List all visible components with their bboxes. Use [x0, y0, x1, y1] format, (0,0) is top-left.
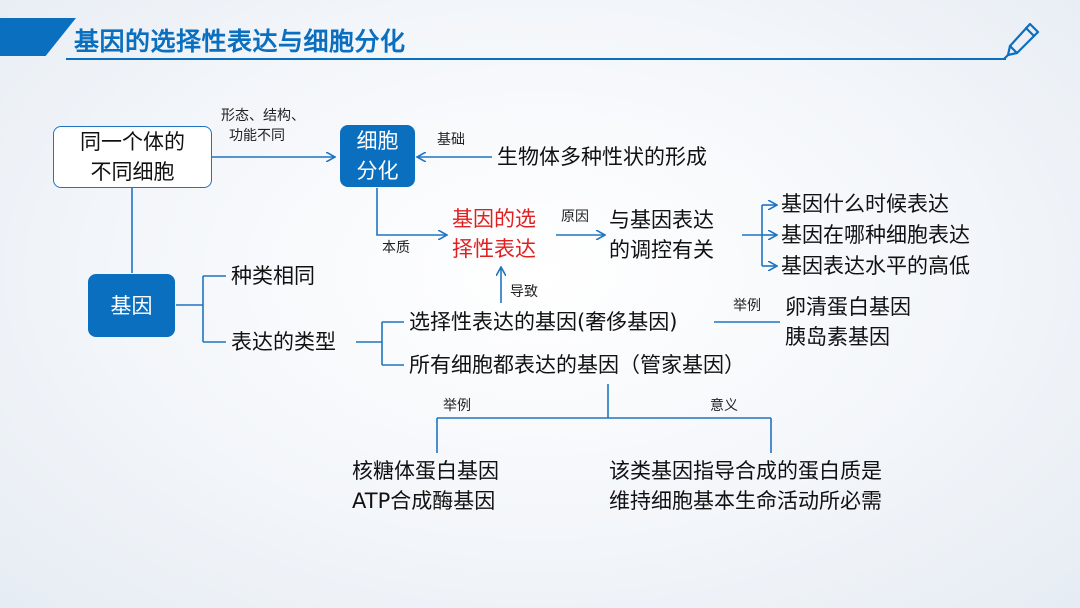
gene-node-label: 基因: [110, 293, 153, 318]
housekeeping-genes-text: 所有细胞都表达的基因（管家基因）: [409, 353, 745, 377]
lead-label: 导致: [510, 284, 538, 300]
traits-text: 生物体多种性状的形成: [497, 145, 707, 169]
cell-differentiation-node: 细胞 分化: [340, 125, 415, 187]
cell-differentiation-line-1: 细胞: [356, 129, 399, 153]
luxury-genes-text: 选择性表达的基因(奢侈基因): [409, 310, 678, 334]
luxury-example-ovalbumin: 卵清蛋白基因: [785, 295, 911, 319]
factor-where: 基因在哪种细胞表达: [781, 223, 970, 247]
gene-node: 基因: [88, 274, 175, 337]
housekeeping-examples: 核糖体蛋白基因 ATP合成酶基因: [352, 456, 499, 516]
factor-level: 基因表达水平的高低: [781, 254, 970, 278]
housekeeping-example-ribosomal: 核糖体蛋白基因: [352, 459, 499, 483]
expression-type-text: 表达的类型: [231, 330, 336, 354]
regulation-node: 与基因表达 的调控有关: [609, 205, 714, 265]
housekeeping-meaning-line-2: 维持细胞基本生命活动所必需: [609, 489, 882, 513]
essence-label: 本质: [382, 240, 410, 256]
different-cells-line-2: 不同细胞: [90, 160, 175, 184]
luxury-examples: 卵清蛋白基因 胰岛素基因: [785, 292, 911, 352]
pen-icon: [1000, 18, 1044, 62]
housekeeping-meaning-line-1: 该类基因指导合成的蛋白质是: [609, 459, 882, 483]
same-kind-text: 种类相同: [231, 264, 315, 288]
morphology-label-line-1: 形态、结构、: [221, 108, 305, 124]
different-cells-line-1: 同一个体的: [80, 130, 185, 154]
morphology-label: 形态、结构、 功能不同: [221, 106, 305, 146]
luxury-example-insulin: 胰岛素基因: [785, 325, 890, 349]
housekeeping-meaning: 该类基因指导合成的蛋白质是 维持细胞基本生命活动所必需: [609, 456, 882, 516]
basis-label: 基础: [437, 132, 465, 148]
reason-label: 原因: [561, 209, 589, 225]
meaning-label: 意义: [710, 398, 738, 414]
regulation-line-2: 的调控有关: [609, 238, 714, 262]
selective-expression-node: 基因的选 择性表达: [452, 204, 536, 264]
housekeeping-example-atp: ATP合成酶基因: [352, 489, 496, 513]
title-underline: [66, 58, 1006, 60]
factor-when: 基因什么时候表达: [781, 192, 949, 216]
example-label-housekeeping: 举例: [443, 398, 471, 414]
selective-expression-line-1: 基因的选: [452, 207, 536, 231]
cell-differentiation-line-2: 分化: [356, 159, 399, 183]
example-label-luxury: 举例: [733, 298, 761, 314]
page-title: 基因的选择性表达与细胞分化: [74, 27, 406, 56]
different-cells-node: 同一个体的 不同细胞: [53, 126, 212, 188]
morphology-label-line-2: 功能不同: [229, 128, 285, 144]
selective-expression-line-2: 择性表达: [452, 237, 536, 261]
regulation-line-1: 与基因表达: [609, 208, 714, 232]
